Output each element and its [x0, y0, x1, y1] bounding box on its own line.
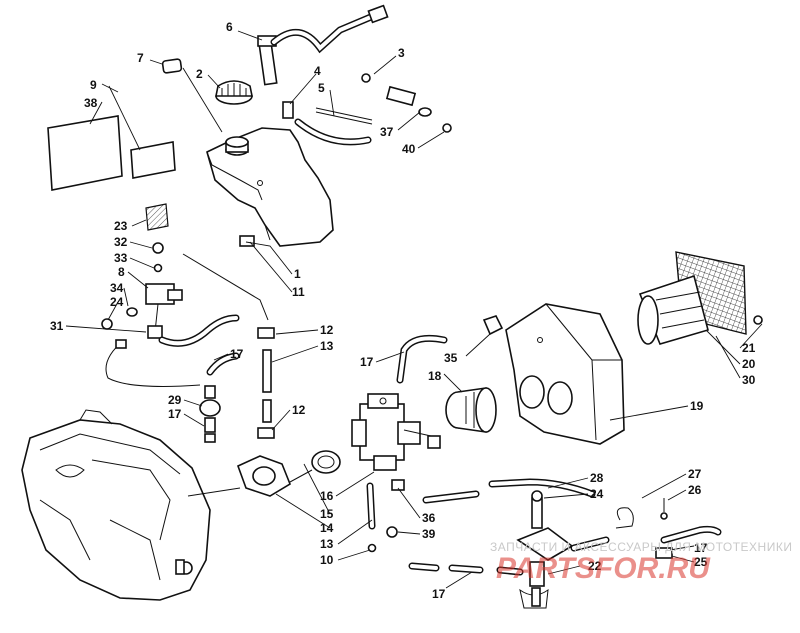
callout-24: 24: [590, 487, 604, 501]
callout-11: 11: [292, 285, 305, 299]
intake-boot: [445, 387, 497, 433]
callout-31: 31: [50, 319, 64, 333]
callout-40: 40: [402, 142, 416, 156]
pump-fittings: [615, 498, 722, 559]
callout-23: 23: [114, 219, 128, 233]
callout-17: 17: [432, 587, 446, 601]
callout-3: 3: [398, 46, 405, 60]
callout-5: 5: [318, 81, 325, 95]
callout-17: 17: [694, 541, 708, 555]
fuel-label-7: [161, 58, 183, 74]
callout-1: 1: [294, 267, 301, 281]
callout-15: 15: [320, 507, 334, 521]
callout-22: 22: [588, 559, 602, 573]
callout-20: 20: [742, 357, 756, 371]
callout-39: 39: [422, 527, 436, 541]
intake-screen: [637, 251, 763, 345]
callout-9: 9: [90, 78, 97, 92]
callout-19: 19: [690, 399, 704, 413]
callout-21: 21: [742, 341, 756, 355]
decal-38: [47, 115, 123, 191]
watermark-brand: PARTSFOR.RU: [496, 552, 711, 585]
watermark-caption: ЗАПЧАСТИ И АКСЕССУАРЫ ДЛЯ МОТОТЕХНИКИ: [490, 540, 792, 554]
callout-26: 26: [688, 483, 702, 497]
leader-lines: [65, 30, 763, 589]
callout-2: 2: [196, 67, 203, 81]
callout-17: 17: [360, 355, 374, 369]
callout-38: 38: [84, 96, 98, 110]
intake-flange: [187, 450, 341, 497]
callout-18: 18: [428, 369, 442, 383]
callout-13: 13: [320, 339, 334, 353]
watermark: ЗАПЧАСТИ И АКСЕССУАРЫ ДЛЯ МОТОТЕХНИКИ PA…: [490, 540, 792, 585]
carburetor: [351, 334, 448, 471]
callout-16: 16: [320, 489, 334, 503]
callout-17: 17: [168, 407, 182, 421]
engine: [21, 409, 211, 601]
callout-10: 10: [320, 553, 334, 567]
vent-fitting: [282, 73, 452, 146]
fuel-filter: [199, 352, 240, 443]
callout-13: 13: [320, 537, 334, 551]
callout-8: 8: [118, 265, 125, 279]
air-silencer: [505, 303, 625, 445]
callout-25: 25: [694, 555, 708, 569]
callout-35: 35: [444, 351, 458, 365]
fuel-gauge-sender: [257, 4, 389, 86]
decal-9: [130, 141, 176, 179]
tank-filler-neck: [225, 136, 249, 156]
callout-28: 28: [590, 471, 604, 485]
callout-4: 4: [314, 64, 321, 78]
callout-33: 33: [114, 251, 128, 265]
callout-6: 6: [226, 20, 233, 34]
decal-23: [145, 203, 169, 231]
callout-37: 37: [380, 125, 394, 139]
callout-36: 36: [422, 511, 436, 525]
callout-24: 24: [110, 295, 124, 309]
callout-29: 29: [168, 393, 182, 407]
callout-7: 7: [137, 51, 144, 65]
fuel-cap: [215, 80, 253, 105]
callout-labels: 6 7 2 4 3 5 9 38 37 40 23 32 33 8 34 24 …: [50, 20, 756, 601]
callout-34: 34: [110, 281, 124, 295]
fuel-valve-group: [101, 242, 240, 387]
small-fittings: [366, 315, 504, 553]
primer-fitting: [182, 235, 269, 321]
fuel-line-vertical: [257, 327, 275, 439]
callout-17: 17: [230, 347, 244, 361]
fuel-tank: [206, 127, 334, 247]
callout-14: 14: [320, 521, 334, 535]
callout-32: 32: [114, 235, 128, 249]
callout-30: 30: [742, 373, 756, 387]
fuel-pump: [408, 478, 610, 609]
callout-12: 12: [320, 323, 334, 337]
callout-12: 12: [292, 403, 306, 417]
callout-27: 27: [688, 467, 702, 481]
